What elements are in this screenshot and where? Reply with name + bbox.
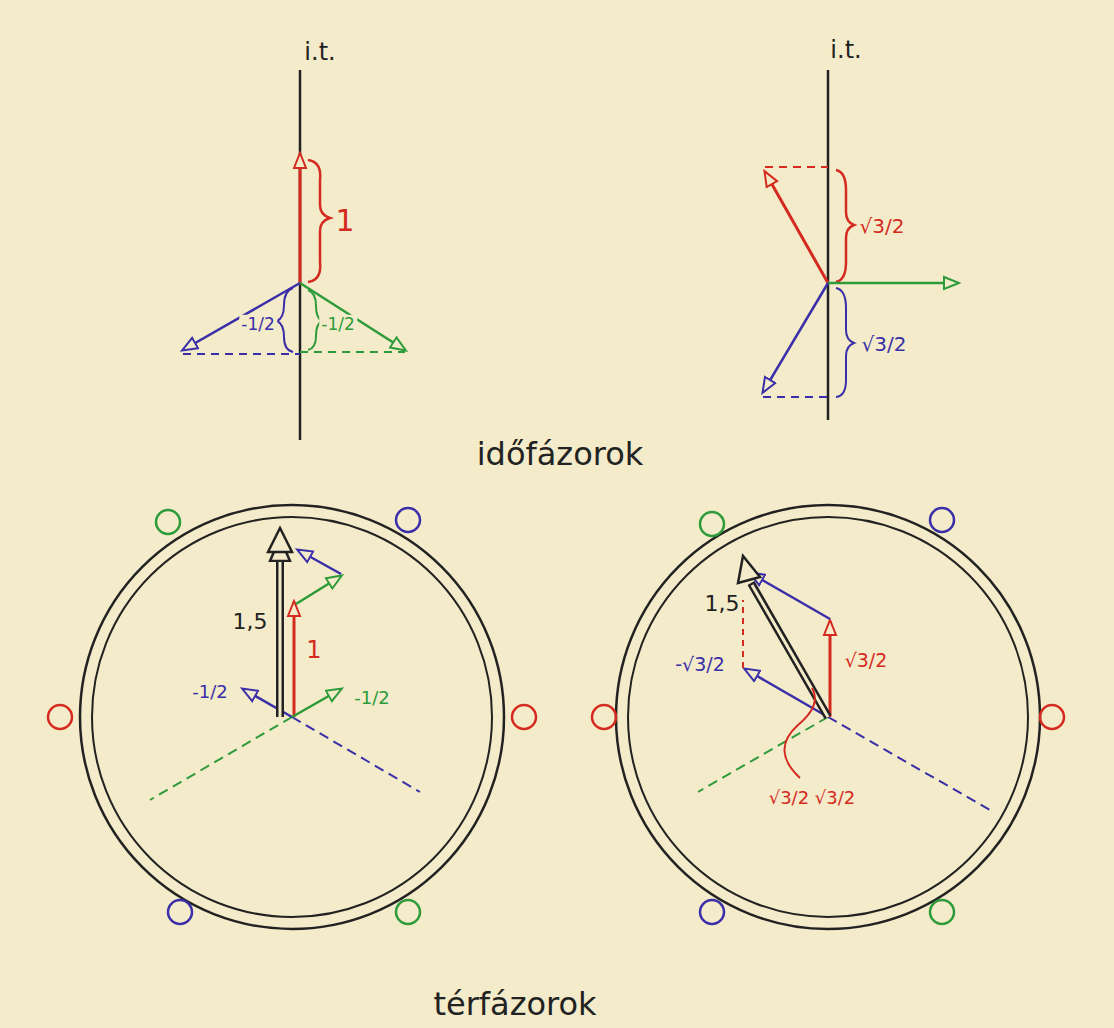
magnitude-label: √3/2 — [843, 650, 890, 671]
magnitude-label: -√3/2 — [673, 654, 727, 675]
resultant-label: 1,5 — [703, 592, 742, 616]
section-title: időfázorok — [475, 437, 646, 472]
section-title: térfázorok — [431, 987, 598, 1022]
axis-label: i.t. — [302, 39, 337, 65]
magnitude-label: 1 — [333, 204, 356, 237]
magnitude-label: -1/2 — [190, 682, 229, 702]
magnitude-label: √3/2 — [860, 333, 909, 355]
magnitude-label: -1/2 — [239, 315, 277, 334]
magnitude-label: √3/2 √3/2 — [767, 788, 858, 808]
resultant-label: 1,5 — [231, 610, 270, 634]
axis-label: i.t. — [828, 37, 863, 63]
magnitude-label: -1/2 — [319, 315, 357, 334]
magnitude-label: -1/2 — [352, 688, 391, 708]
magnitude-label: √3/2 — [858, 215, 907, 237]
magnitude-label: 1 — [304, 637, 323, 663]
